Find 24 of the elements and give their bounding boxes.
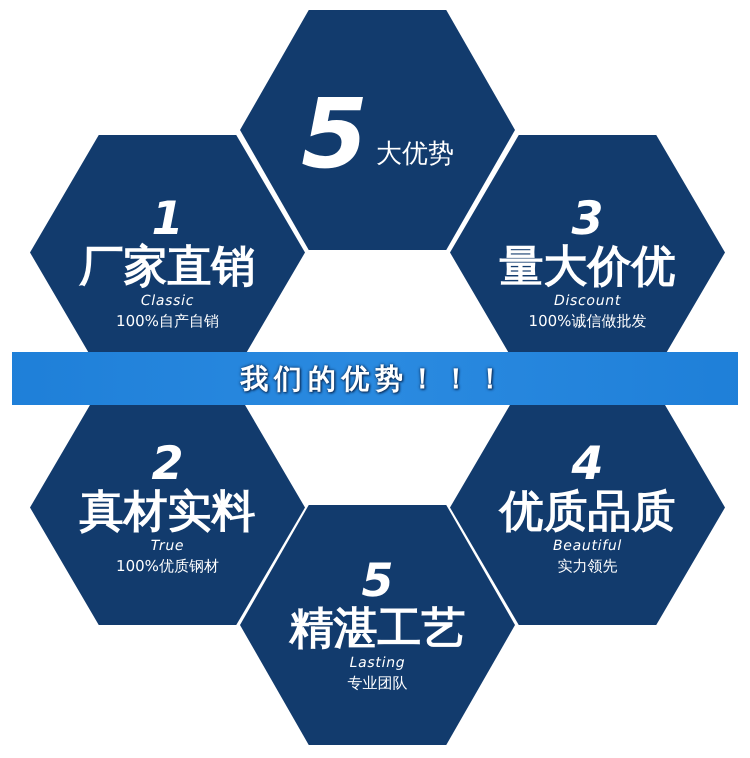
hex-number: 4 (571, 438, 604, 486)
hex-number: 3 (571, 194, 604, 242)
hex-caption: 100%优质钢材 (116, 556, 219, 576)
hex-english-subtitle: Classic (140, 292, 194, 310)
hex-title: 大优势 (376, 138, 454, 171)
hex-caption: 专业团队 (348, 673, 408, 694)
hex-title: 精湛工艺 (290, 604, 466, 654)
hex-title: 优质品质 (500, 486, 676, 536)
hex-english-subtitle: True (150, 536, 184, 554)
banner (12, 352, 738, 405)
banner-title: 我们的优势！！！ (240, 360, 510, 396)
hex-caption: 实力领先 (558, 556, 618, 576)
hex-number: 1 (151, 194, 184, 242)
hex-english-subtitle: Lasting (350, 654, 406, 672)
hex-number: 5 (361, 556, 394, 604)
hex-number: 5 (301, 86, 368, 182)
hex-english-subtitle: Discount (554, 292, 622, 310)
hex-caption: 100%诚信做批发 (528, 310, 646, 332)
hex-caption: 100%自产自销 (116, 310, 219, 332)
hex-english-subtitle: Beautiful (552, 536, 622, 554)
hex-number: 2 (151, 438, 184, 486)
hex-title: 厂家直销 (80, 242, 256, 292)
hex-title: 真材实料 (80, 486, 256, 536)
hex-title: 量大价优 (500, 242, 676, 292)
